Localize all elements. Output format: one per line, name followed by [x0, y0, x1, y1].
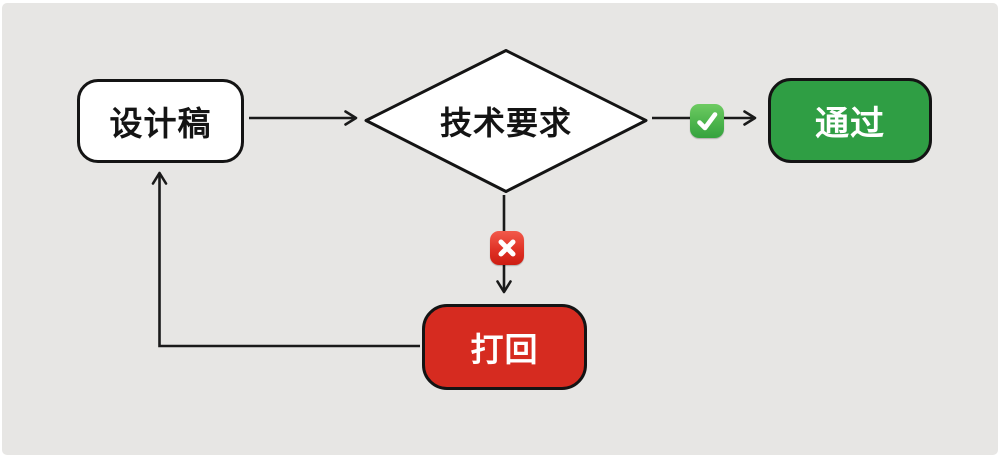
edge-reject-to-design [151, 171, 420, 348]
diamond-shape [364, 49, 648, 193]
node-design-draft-label: 设计稿 [109, 105, 212, 142]
node-tech-requirements-label: 技术要求 [439, 105, 572, 141]
node-reject: 打回 [422, 304, 587, 390]
node-pass-label: 通过 [815, 105, 885, 143]
flowchart-canvas: 设计稿 技术要求 通过 打回 [2, 3, 998, 455]
node-pass: 通过 [768, 78, 932, 163]
check-mark-icon [690, 104, 724, 138]
node-tech-requirements: 技术要求 [363, 48, 649, 194]
node-design-draft: 设计稿 [77, 79, 244, 163]
node-reject-label: 打回 [470, 331, 539, 368]
cross-mark-icon [490, 231, 524, 265]
